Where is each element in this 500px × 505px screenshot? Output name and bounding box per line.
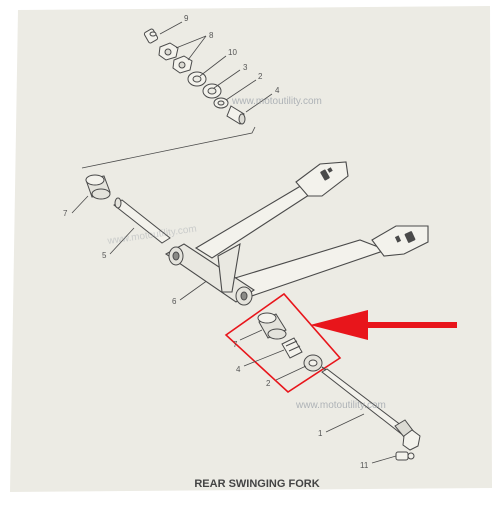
top-part-numbers: 9 8 10 3 2 4 bbox=[184, 14, 280, 95]
nut-part-upper bbox=[158, 42, 179, 61]
bolt-nut bbox=[402, 429, 421, 451]
part-number-11: 11 bbox=[360, 461, 369, 470]
left-part-numbers: 7 5 6 bbox=[63, 209, 177, 306]
spindle-tube bbox=[113, 197, 171, 244]
red-arrow-icon bbox=[310, 310, 457, 340]
fork-pivot-ends bbox=[168, 246, 253, 306]
outer-bush-part bbox=[257, 312, 287, 340]
bottom-grease-nipple bbox=[395, 451, 415, 461]
left-leader-lines bbox=[71, 195, 209, 301]
part-number-9: 9 bbox=[184, 14, 189, 23]
part-number-7-mid: 7 bbox=[233, 340, 238, 349]
part-number-5: 5 bbox=[102, 251, 107, 260]
part-number-1: 1 bbox=[318, 429, 323, 438]
bottom-part-numbers: 7 4 2 1 11 bbox=[233, 340, 369, 470]
part-number-4-mid: 4 bbox=[236, 365, 241, 374]
inner-bush-part bbox=[281, 337, 303, 359]
bottom-leader-lines bbox=[239, 329, 397, 464]
spindle-bolt bbox=[321, 366, 421, 451]
part-number-2: 2 bbox=[258, 72, 263, 81]
highlighted-bush-assembly bbox=[257, 312, 323, 372]
fork-upper-dropout bbox=[295, 161, 349, 197]
fork-brace bbox=[217, 242, 241, 293]
spacer-washer-part bbox=[213, 97, 229, 109]
part-number-6: 6 bbox=[172, 297, 177, 306]
thrust-washer-part bbox=[303, 354, 323, 372]
part-number-3: 3 bbox=[243, 63, 248, 72]
washer-part bbox=[187, 71, 207, 87]
highlight-box bbox=[224, 292, 342, 394]
part-number-7-left: 7 bbox=[63, 209, 68, 218]
watermark-bottom: www.motoutility.com bbox=[295, 400, 386, 411]
part-number-4: 4 bbox=[275, 86, 280, 95]
paper-sheet bbox=[10, 6, 492, 492]
nut-part-lower bbox=[172, 55, 193, 74]
grease-nipple-part bbox=[143, 28, 159, 44]
seal-part bbox=[202, 83, 222, 99]
part-number-10: 10 bbox=[228, 48, 237, 57]
top-leader-lines bbox=[81, 21, 273, 169]
part-number-8: 8 bbox=[209, 31, 214, 40]
dropout-slots bbox=[320, 167, 416, 243]
top-fastener-stack bbox=[143, 28, 246, 125]
watermark-top: www.motoutility.com bbox=[231, 96, 322, 107]
diagram-title: REAR SWINGING FORK bbox=[194, 478, 319, 490]
top-bush-part bbox=[226, 105, 246, 125]
left-bush bbox=[85, 174, 111, 200]
part-number-2-mid: 2 bbox=[266, 379, 271, 388]
